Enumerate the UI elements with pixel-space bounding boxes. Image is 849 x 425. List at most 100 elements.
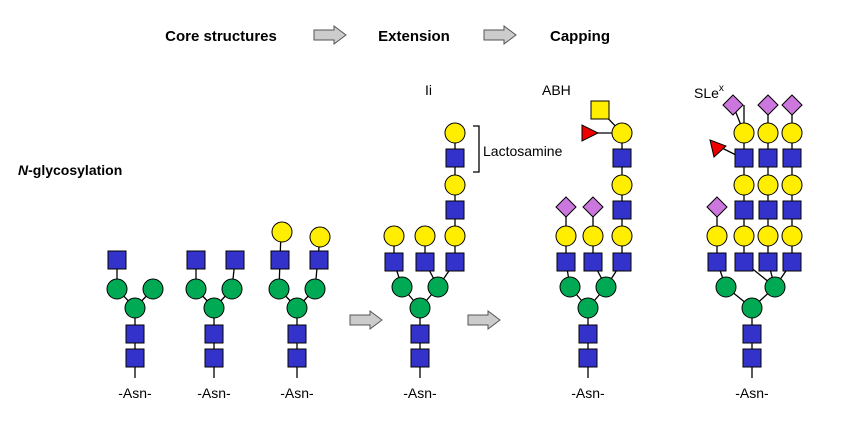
glcnac-square [556,252,576,272]
glycan-structure-2 [185,250,245,378]
fucose-triangle [709,139,727,158]
glcnac-square [578,324,598,344]
mannose-circle [764,276,786,298]
glcnac-square [707,252,727,272]
glycan-structure-5-abh [555,100,633,378]
mannose-circle [577,297,599,319]
glcnac-square [742,348,762,368]
glcnac-square [734,148,754,168]
label-ii: Ii [425,82,432,98]
glcnac-square [287,324,307,344]
glcnac-square [742,324,762,344]
galactose-circle [271,221,293,243]
glcnac-square [125,324,145,344]
glcnac-square [384,252,404,272]
mannose-circle [741,297,763,319]
sialic-acid-diamond [555,196,577,218]
galactose-circle [611,174,633,196]
glycan-structure-1 [106,250,164,378]
galactose-circle [611,225,633,247]
mannose-circle [142,278,164,300]
glcnac-square [782,200,802,220]
sialic-acid-diamond [781,94,803,116]
galactose-circle [444,225,466,247]
mannose-circle [124,297,146,319]
glcnac-square [445,200,465,220]
fucose-triangle [581,124,600,142]
asn-label-1: -Asn- [118,385,152,401]
glcnac-square [225,250,245,270]
glcnac-square [578,348,598,368]
glcnac-square [107,250,127,270]
label-sle-base: SLe [694,85,719,101]
label-sle-x: SLex [694,83,724,101]
mannose-circle [203,297,225,319]
galactose-circle [757,174,779,196]
glcnac-square [758,148,778,168]
asn-label-2: -Asn- [197,385,231,401]
galactose-circle [757,122,779,144]
galactose-circle [733,174,755,196]
mannose-circle [106,278,128,300]
arrow-to-extension [349,310,383,330]
galactose-circle [444,174,466,196]
glcnac-square [204,324,224,344]
header-arrow-2 [483,25,517,45]
lactosamine-bracket [473,125,480,173]
mannose-circle [286,297,308,319]
sialic-acid-diamond [706,196,728,218]
galactose-circle [757,225,779,247]
galactose-circle [781,122,803,144]
glycan-structure-3 [268,221,331,378]
glcnac-square [445,252,465,272]
label-sle-sup: x [719,83,724,94]
galactose-circle [733,122,755,144]
glycan-structure-4-extension [383,122,466,378]
mannose-circle [427,276,449,298]
galactose-circle [781,225,803,247]
galactose-circle [582,225,604,247]
mannose-circle [391,276,413,298]
glcnac-square [415,252,435,272]
glcnac-square [410,324,430,344]
label-lactosamine: Lactosamine [483,143,563,159]
glcnac-square [612,252,632,272]
glcnac-square [125,348,145,368]
glcnac-square [270,250,290,270]
asn-label-4: -Asn- [403,385,437,401]
galactose-circle [733,225,755,247]
glcnac-square [309,250,329,270]
label-abh: ABH [542,82,571,98]
galactose-circle [444,122,466,144]
glcnac-square [782,252,802,272]
glcnac-square [734,200,754,220]
row-label-rest: -glycosylation [28,162,122,178]
galactose-circle [555,225,577,247]
glcnac-square [612,148,632,168]
glcnac-square [612,200,632,220]
header-core-structures: Core structures [165,28,277,45]
glcnac-square [758,200,778,220]
glcnac-square [204,348,224,368]
header-arrow-1 [313,25,347,45]
galactose-circle [309,226,331,248]
sialic-acid-diamond [582,196,604,218]
glcnac-square [583,252,603,272]
mannose-circle [595,276,617,298]
mannose-circle [221,278,243,300]
header-extension: Extension [378,28,450,45]
asn-label-5: -Asn- [571,385,605,401]
glcnac-square [410,348,430,368]
sialic-acid-diamond [722,94,744,116]
galactose-circle [414,225,436,247]
galnac-square [590,100,610,120]
mannose-circle [559,276,581,298]
galactose-circle [383,225,405,247]
row-label-n-glycosylation: N-glycosylation [18,162,122,178]
galactose-circle [611,122,633,144]
mannose-circle [409,297,431,319]
glcnac-square [782,148,802,168]
glcnac-square [758,252,778,272]
glycan-structure-6-slex [706,94,803,378]
